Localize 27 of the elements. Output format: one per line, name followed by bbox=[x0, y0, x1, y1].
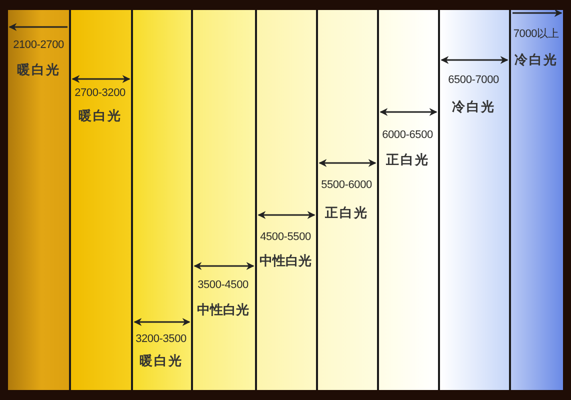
light-type-label: 暖白光 bbox=[139, 354, 183, 368]
temperature-range: 6500-7000 bbox=[448, 74, 499, 86]
temperature-range: 4500-5500 bbox=[260, 230, 311, 244]
color-band bbox=[316, 10, 377, 390]
light-type-label: 冷白光 bbox=[452, 100, 496, 114]
light-type-label: 暖白光 bbox=[16, 62, 60, 78]
temperature-range: 2100-2700 bbox=[13, 38, 64, 52]
color-band bbox=[509, 10, 563, 390]
temperature-range: 7000以上 bbox=[513, 28, 559, 40]
color-band bbox=[131, 10, 191, 390]
light-type-label: 中性白光 bbox=[260, 254, 312, 268]
temperature-range: 3500-4500 bbox=[198, 278, 248, 292]
temperature-range: 2700-3200 bbox=[74, 86, 126, 100]
temperature-range: 3200-3500 bbox=[136, 332, 186, 346]
temperature-range: 6000-6500 bbox=[382, 128, 433, 142]
color-band bbox=[377, 10, 438, 390]
light-type-label: 冷白光 bbox=[514, 52, 558, 68]
light-type-label: 正白光 bbox=[324, 206, 368, 220]
color-band bbox=[438, 10, 509, 390]
color-band bbox=[191, 10, 255, 390]
light-type-label: 暖白光 bbox=[78, 108, 122, 124]
temperature-range: 5500-6000 bbox=[321, 178, 372, 192]
color-band bbox=[69, 10, 131, 390]
light-type-label: 正白光 bbox=[386, 152, 430, 168]
light-type-label: 中性白光 bbox=[197, 302, 249, 318]
color-band bbox=[255, 10, 316, 390]
color-band bbox=[8, 10, 69, 390]
